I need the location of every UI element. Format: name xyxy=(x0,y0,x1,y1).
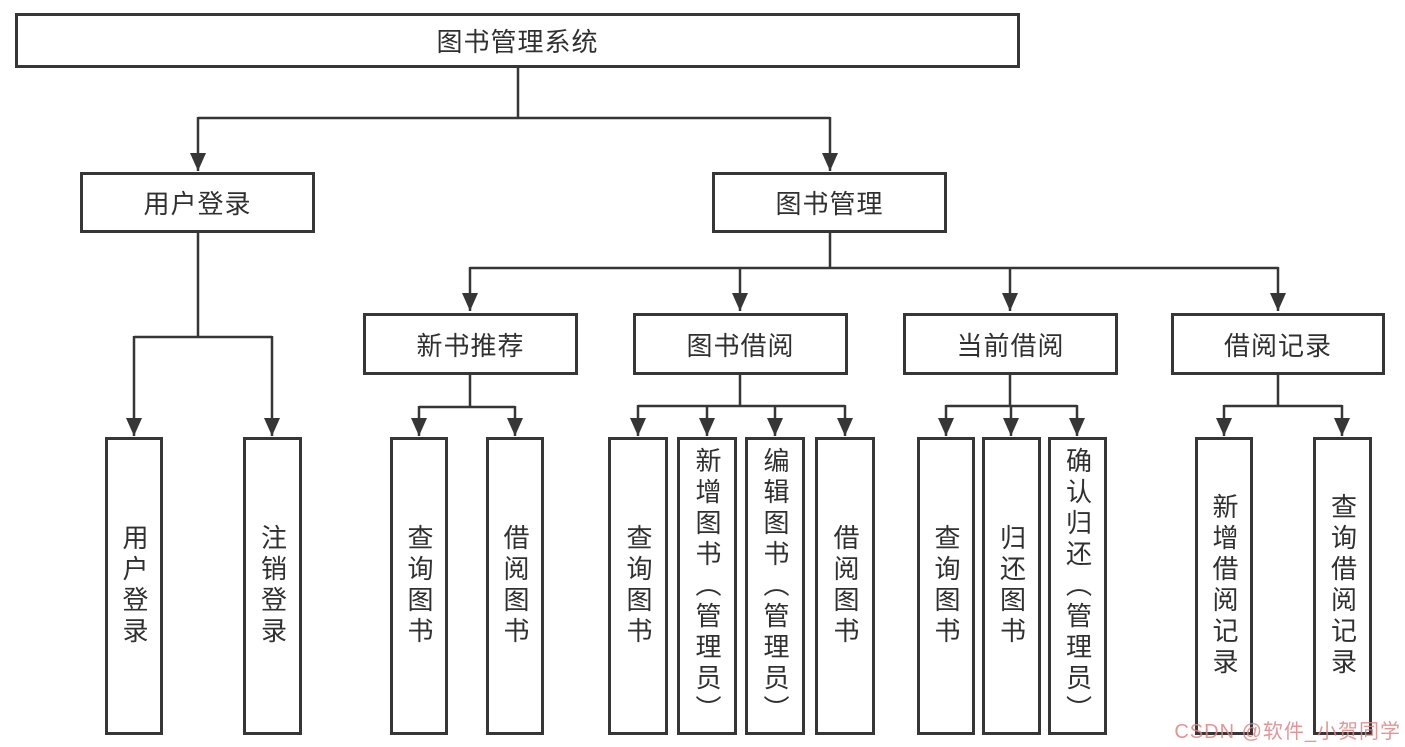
node-book-management: 图书管理 xyxy=(712,172,947,233)
node-leaf-add-book-admin: 新增图书（管理员） xyxy=(677,437,737,735)
node-leaf-query-borrow-record: 查询借阅记录 xyxy=(1313,437,1372,735)
node-new-book-recommend: 新书推荐 xyxy=(363,313,578,375)
node-leaf-borrow-books-2: 借阅图书 xyxy=(815,437,875,735)
node-user-login: 用户登录 xyxy=(80,172,315,233)
node-leaf-borrow-books-1: 借阅图书 xyxy=(486,437,544,735)
node-leaf-user-login: 用户登录 xyxy=(105,437,163,735)
connector-current-trunk xyxy=(946,375,1077,408)
node-leaf-add-borrow-record: 新增借阅记录 xyxy=(1195,437,1253,735)
connector-user-login-trunk xyxy=(134,233,272,339)
leaf-label: 借阅图书 xyxy=(830,524,860,648)
node-library-system: 图书管理系统 xyxy=(15,13,1020,68)
connector-recommend-trunk xyxy=(419,375,515,409)
leaf-label: 查询图书 xyxy=(623,524,653,648)
connector-records-trunk xyxy=(1224,375,1342,408)
leaf-label: 注销登录 xyxy=(257,524,288,648)
leaf-label: 编辑图书（管理员） xyxy=(760,446,790,726)
node-leaf-confirm-return-admin: 确认归还（管理员） xyxy=(1048,437,1107,735)
connector-root-trunk xyxy=(198,68,830,120)
node-leaf-edit-book-admin: 编辑图书（管理员） xyxy=(745,437,805,735)
node-leaf-query-books-3: 查询图书 xyxy=(917,437,975,735)
leaf-label: 借阅图书 xyxy=(500,524,530,648)
node-leaf-return-book: 归还图书 xyxy=(982,437,1041,735)
leaf-label: 查询图书 xyxy=(931,524,961,648)
leaf-label: 查询图书 xyxy=(404,524,434,648)
leaf-label: 新增图书（管理员） xyxy=(692,446,722,726)
connector-book-management-trunk xyxy=(470,233,1278,270)
node-leaf-logout: 注销登录 xyxy=(243,437,302,735)
leaf-label: 归还图书 xyxy=(996,524,1027,648)
node-leaf-query-books-1: 查询图书 xyxy=(390,437,448,735)
leaf-label: 查询借阅记录 xyxy=(1327,493,1358,679)
connector-borrow-trunk xyxy=(638,375,845,408)
leaf-label: 新增借阅记录 xyxy=(1209,493,1239,679)
node-current-borrow: 当前借阅 xyxy=(903,313,1118,375)
node-borrow-records: 借阅记录 xyxy=(1171,313,1385,375)
leaf-label: 确认归还（管理员） xyxy=(1062,446,1093,726)
leaf-label: 用户登录 xyxy=(119,524,149,648)
node-leaf-query-books-2: 查询图书 xyxy=(608,437,668,735)
node-book-borrow: 图书借阅 xyxy=(633,313,848,375)
